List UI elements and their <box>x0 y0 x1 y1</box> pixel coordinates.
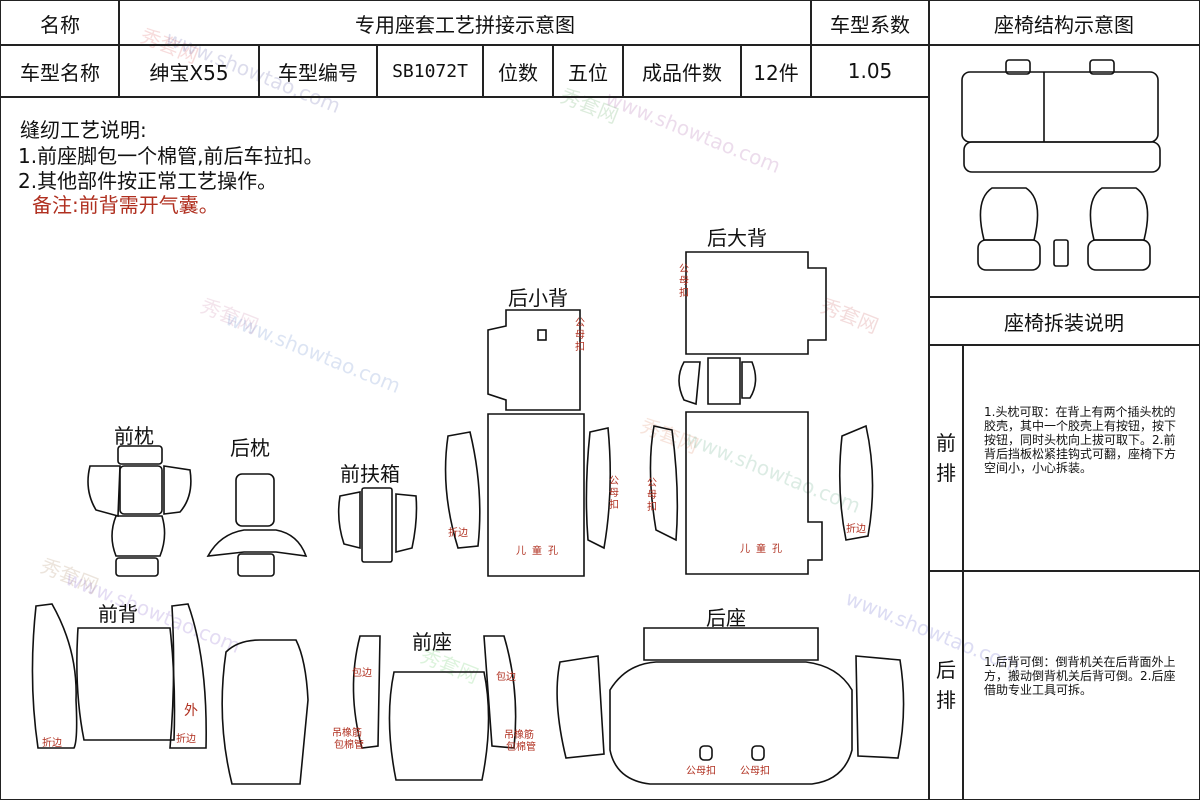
label-rear-headrest: 后枕 <box>230 436 270 460</box>
model-name-label: 车型名称 <box>0 44 120 98</box>
model-name: 绅宝X55 <box>118 44 260 98</box>
label-front-seat: 前座 <box>412 630 452 654</box>
note-child-hole: 儿童孔 <box>740 544 788 555</box>
note-elastic: 吊橡筋 <box>504 730 534 741</box>
process-title: 缝纫工艺说明: <box>20 118 147 142</box>
rear-row-notes: 1.后背可倒：倒背机关在后背面外上方，搬动倒背机关后背可倒。2.后座借助专业工具… <box>984 655 1176 697</box>
rear-row-label: 后排 <box>936 658 956 712</box>
note-buckle: 公母扣 <box>679 264 689 299</box>
note-wrap-edge: 包边 <box>496 672 516 683</box>
process-line-2: 2.其他部件按正常工艺操作。 <box>18 169 278 193</box>
note-fold-edge: 折边 <box>42 738 62 749</box>
note-elastic: 吊橡筋 <box>332 728 362 739</box>
coef-label: 车型系数 <box>810 0 930 46</box>
install-title: 座椅拆装说明 <box>928 296 1200 346</box>
rear-row-label-cell: 后排 <box>928 570 964 800</box>
label-rear-large-back: 后大背 <box>707 226 767 250</box>
note-buckle: 公母扣 <box>686 766 716 777</box>
page-title: 专用座套工艺拼接示意图 <box>118 0 812 46</box>
label-front-headrest: 前枕 <box>114 424 154 448</box>
label-front-back: 前背 <box>98 602 138 626</box>
label-rear-small-back: 后小背 <box>508 286 568 310</box>
note-buckle: 公母扣 <box>647 478 657 513</box>
note-outer: 外 <box>184 703 198 719</box>
rear-headrest-pieces <box>206 473 308 577</box>
process-line-1: 1.前座脚包一个棉管,前后车拉扣。 <box>18 144 324 168</box>
front-back-pieces <box>31 603 309 785</box>
note-wrap-edge: 包边 <box>352 668 372 679</box>
front-armrest-pieces <box>337 487 418 563</box>
note-buckle: 公母扣 <box>575 318 585 353</box>
pieces-value: 12件 <box>740 44 812 98</box>
label-rear-seat: 后座 <box>706 606 746 630</box>
rear-small-back-pieces <box>444 309 612 577</box>
model-code-label: 车型编号 <box>258 44 378 98</box>
note-buckle: 公母扣 <box>740 766 770 777</box>
seats-label: 位数 <box>482 44 554 98</box>
front-row-label-cell: 前排 <box>928 344 964 572</box>
front-headrest-pieces <box>87 445 192 577</box>
coef-value: 1.05 <box>810 44 930 98</box>
note-fold-edge: 折边 <box>448 528 468 539</box>
note-buckle: 公母扣 <box>609 476 619 511</box>
front-row-label: 前排 <box>936 431 956 485</box>
label-front-armrest: 前扶箱 <box>340 462 400 486</box>
pieces-label: 成品件数 <box>622 44 742 98</box>
seat-structure-sketch <box>961 59 1161 271</box>
note-fold-edge: 折边 <box>846 524 866 535</box>
note-fold-edge: 折边 <box>176 734 196 745</box>
name-label: 名称 <box>0 0 120 46</box>
front-seat-pieces <box>352 635 517 781</box>
seats-value: 五位 <box>552 44 624 98</box>
front-row-notes: 1.头枕可取：在背上有两个插头枕的胶壳，其中一个胶壳上有按钮，按下按钮，同时头枕… <box>984 405 1177 475</box>
rear-large-back-pieces <box>649 251 874 575</box>
note-child-hole: 儿童孔 <box>516 546 564 557</box>
note-cotton-pipe: 包棉管 <box>506 742 536 753</box>
process-remark: 备注:前背需开气囊。 <box>32 193 219 217</box>
model-code: SB1072T <box>376 44 484 98</box>
note-cotton-pipe: 包棉管 <box>334 740 364 751</box>
rear-seat-pieces <box>556 627 905 785</box>
